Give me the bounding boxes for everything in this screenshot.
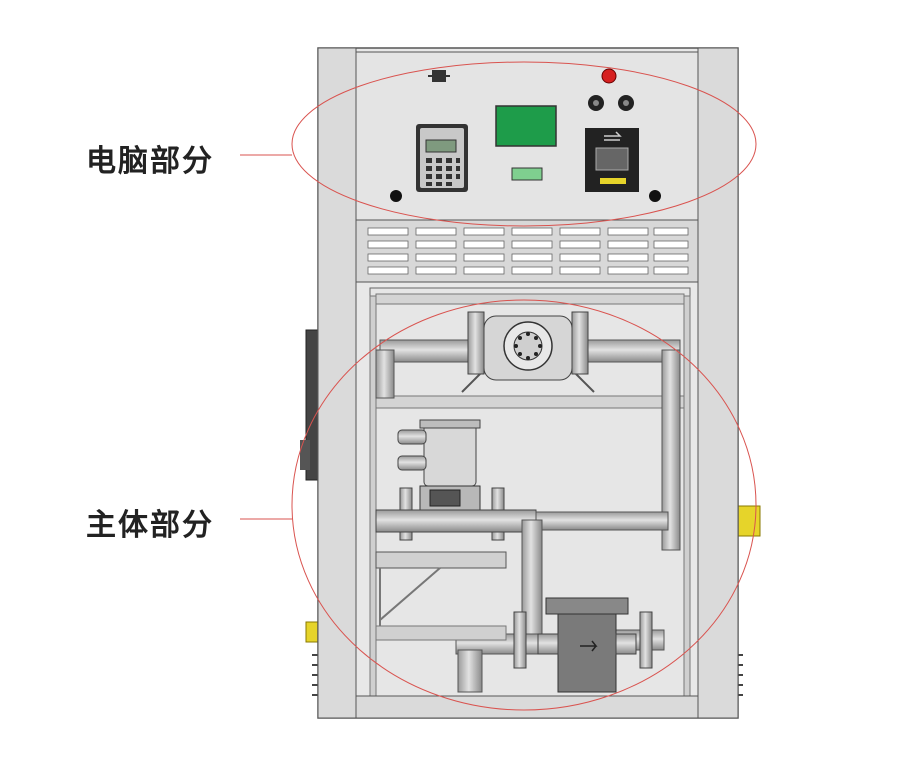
filter — [513, 597, 653, 693]
small-display — [511, 167, 543, 181]
indicator-light — [601, 68, 617, 84]
left-connector — [305, 621, 319, 643]
middle-tray — [375, 551, 507, 569]
right-connector — [737, 505, 761, 537]
flowmeter — [461, 311, 595, 393]
panel-screw — [649, 190, 661, 202]
card-reader — [585, 128, 639, 192]
fan-icon — [428, 70, 450, 82]
middle-pipe — [375, 509, 537, 533]
computer-section-label: 电脑部分 — [86, 144, 214, 179]
computer-section-outline — [291, 61, 757, 227]
base-plate — [355, 695, 699, 719]
panel-screw — [390, 190, 402, 202]
display-screen — [495, 105, 557, 147]
keypad — [416, 124, 468, 192]
right-pillar — [697, 47, 739, 719]
vent-louvers — [367, 227, 689, 275]
main-body-section-outline — [291, 299, 757, 711]
main-body-section-label: 主体部分 — [86, 508, 214, 543]
